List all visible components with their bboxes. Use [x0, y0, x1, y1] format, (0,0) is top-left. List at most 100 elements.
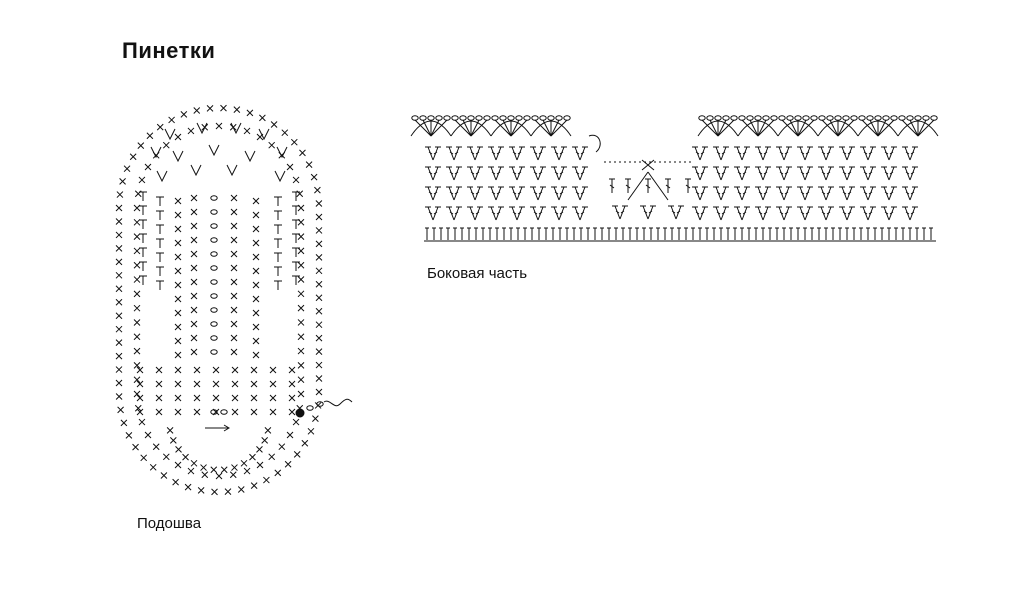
base-stitch	[565, 227, 569, 240]
sc-stitch	[252, 239, 260, 247]
sc-stitch	[256, 446, 263, 453]
sc-stitch	[172, 478, 179, 486]
inc-stitch	[226, 164, 238, 177]
hdc-stitch	[274, 266, 282, 276]
sc-stitch	[252, 197, 260, 205]
sc-stitch	[149, 463, 157, 471]
sc-stitch	[115, 352, 123, 360]
chain-stitch	[722, 115, 730, 121]
sc-stitch	[133, 290, 141, 298]
dc-fan	[713, 146, 729, 161]
sc-stitch	[315, 388, 323, 396]
shell-post	[909, 119, 919, 137]
dc-fan	[446, 186, 462, 201]
sc-stitch	[155, 394, 163, 402]
sc-stitch	[240, 459, 248, 467]
dc-fan	[839, 206, 855, 221]
sc-stitch	[174, 197, 182, 205]
chain-stitch	[443, 115, 451, 121]
shell-post	[510, 119, 528, 137]
sc-stitch	[174, 253, 182, 261]
yarn-tail	[323, 398, 353, 407]
dc-fan	[488, 186, 504, 201]
chain-stitch	[210, 265, 218, 271]
dc-fan	[902, 146, 918, 161]
sc-stitch	[250, 394, 258, 402]
sc-stitch	[297, 233, 305, 240]
chain-stitch	[210, 321, 218, 327]
sc-stitch	[136, 366, 144, 374]
sc-stitch	[174, 323, 182, 331]
sc-stitch	[307, 427, 315, 435]
shell-post	[869, 119, 879, 137]
sc-stitch	[269, 408, 277, 416]
dc-stitch	[609, 178, 615, 193]
sc-stitch	[281, 129, 289, 137]
shell-post	[430, 119, 440, 137]
chain-stitch	[210, 349, 218, 355]
sc-stitch	[315, 254, 323, 261]
dc-fan	[755, 146, 771, 161]
sc-stitch	[166, 427, 174, 434]
sc-stitch	[174, 133, 182, 141]
shell-post	[717, 119, 735, 137]
chain-stitch	[746, 115, 754, 121]
hdc-stitch	[292, 219, 300, 229]
sc-stitch	[288, 408, 296, 416]
hdc-stitch	[156, 252, 164, 262]
sc-stitch	[315, 334, 323, 342]
sc-stitch	[233, 106, 241, 113]
sc-stitch	[133, 276, 141, 283]
sc-stitch	[210, 466, 218, 474]
sc-stitch	[136, 380, 144, 388]
chain-stitch	[427, 115, 435, 121]
inc-stitch	[258, 128, 270, 141]
sc-stitch	[201, 471, 209, 479]
sc-stitch	[174, 225, 182, 233]
sc-stitch	[230, 278, 238, 286]
sc-stitch	[115, 379, 123, 387]
chain-stitch	[483, 115, 491, 121]
base-stitch	[495, 227, 499, 240]
base-stitch	[656, 227, 660, 240]
sc-stitch	[190, 264, 198, 272]
dc-fan	[692, 186, 708, 201]
sc-stitch	[212, 394, 220, 402]
dc-fan	[530, 166, 546, 181]
dc-fan	[902, 186, 918, 201]
hdc-stitch	[292, 191, 300, 201]
sc-stitch	[230, 348, 238, 356]
base-stitch	[817, 227, 821, 240]
dc-fan	[509, 146, 525, 161]
sc-stitch	[115, 325, 123, 333]
sc-stitch	[193, 408, 201, 416]
chain-stitch	[754, 115, 762, 121]
sc-stitch	[315, 200, 323, 207]
sc-stitch	[286, 163, 294, 171]
base-stitch	[922, 227, 926, 240]
dc-fan	[425, 146, 441, 161]
sc-stitch	[162, 453, 170, 461]
sc-stitch	[315, 375, 323, 382]
dc-fan	[902, 206, 918, 221]
shell-post	[797, 119, 815, 137]
sc-stitch	[315, 294, 323, 302]
base-stitch	[502, 227, 506, 240]
dc-fan	[713, 186, 729, 201]
sc-stitch	[230, 264, 238, 272]
shell-post	[454, 119, 472, 137]
dc-fan	[860, 166, 876, 181]
base-stitch	[516, 227, 520, 240]
sc-stitch	[133, 261, 141, 269]
chain-stitch	[818, 115, 826, 121]
base-stitch	[901, 227, 905, 240]
direction-arrow	[205, 424, 230, 432]
shell-post	[757, 119, 767, 137]
shell-post	[470, 119, 488, 137]
dc-fan	[668, 205, 684, 220]
hdc-stitch	[274, 210, 282, 220]
sc-stitch	[256, 461, 264, 469]
sc-stitch	[115, 366, 123, 373]
shell-post	[837, 119, 847, 137]
sc-stitch	[230, 236, 238, 244]
